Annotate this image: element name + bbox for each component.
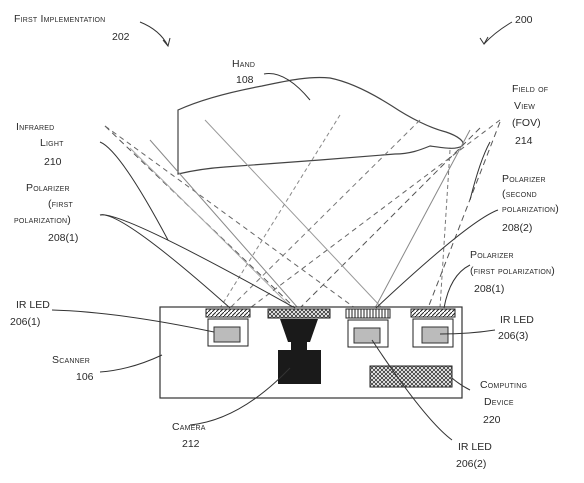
labels: First Implementation 202 200 Hand 108 In… — [10, 13, 559, 470]
camera-label: Camera — [172, 421, 206, 433]
figure-ref: 200 — [515, 14, 533, 26]
polarizer-left-line1: Polarizer — [26, 182, 70, 194]
polarizer-left-ref: 208(1) — [48, 232, 78, 244]
hand-label: Hand — [232, 58, 255, 70]
ir-led-2-ref: 206(2) — [456, 458, 486, 470]
camera-ref: 212 — [182, 438, 200, 450]
ir-led-2-label: IR LED — [458, 441, 492, 453]
polarizer-left-line3: polarization) — [14, 214, 71, 226]
implementation-label-ref: 202 — [112, 31, 130, 43]
scanner-label: Scanner — [52, 354, 90, 366]
ir-led-1-label: IR LED — [16, 299, 50, 311]
ir-led-3-ref: 206(3) — [498, 330, 528, 342]
computing-device-line2: Device — [484, 396, 514, 408]
polarizer-left-line2: (first — [48, 198, 73, 210]
polarizer-right-line2: (first polarization) — [470, 265, 555, 277]
computing-device-ref: 220 — [483, 414, 501, 426]
infrared-label-line2: Light — [40, 137, 64, 149]
ir-led-206-1 — [213, 326, 241, 343]
fov-label-line2: View — [514, 100, 535, 112]
polarizer-right-line1: Polarizer — [470, 249, 514, 261]
fov-label-line3: (FOV) — [512, 117, 541, 129]
infrared-ref: 210 — [44, 156, 62, 168]
computing-device — [369, 365, 453, 388]
polarizer-208-1-left — [205, 308, 251, 318]
fov-label-line1: Field of — [512, 83, 548, 95]
ir-led-1-ref: 206(1) — [10, 316, 40, 328]
computing-device-line1: Computing — [480, 379, 527, 391]
ir-led-206-2 — [353, 327, 381, 344]
leader-lines — [51, 21, 513, 441]
polarizer-right-ref: 208(1) — [474, 283, 504, 295]
polarizer-second-ref: 208(2) — [502, 222, 532, 234]
polarizer-208-2 — [345, 308, 391, 319]
implementation-label-line1: First Implementation — [14, 13, 105, 25]
light-rays — [104, 114, 501, 309]
polarizer-second-line1: Polarizer — [502, 173, 546, 185]
camera-lens — [280, 319, 318, 342]
hand-outline — [177, 76, 464, 175]
ir-led-206-3 — [421, 326, 449, 344]
camera-polarizer — [267, 308, 331, 319]
infrared-label-line1: Infrared — [16, 121, 54, 133]
scanner-ref: 106 — [76, 371, 94, 383]
camera-body — [278, 350, 321, 384]
polarizer-second-line3: polarization) — [502, 203, 559, 215]
ir-led-3-label: IR LED — [500, 314, 534, 326]
fov-ref: 214 — [515, 135, 533, 147]
polarizer-second-line2: (second — [502, 188, 537, 200]
hand-ref: 108 — [236, 74, 254, 86]
polarizer-208-1-right — [410, 308, 456, 318]
camera-neck — [291, 342, 307, 350]
